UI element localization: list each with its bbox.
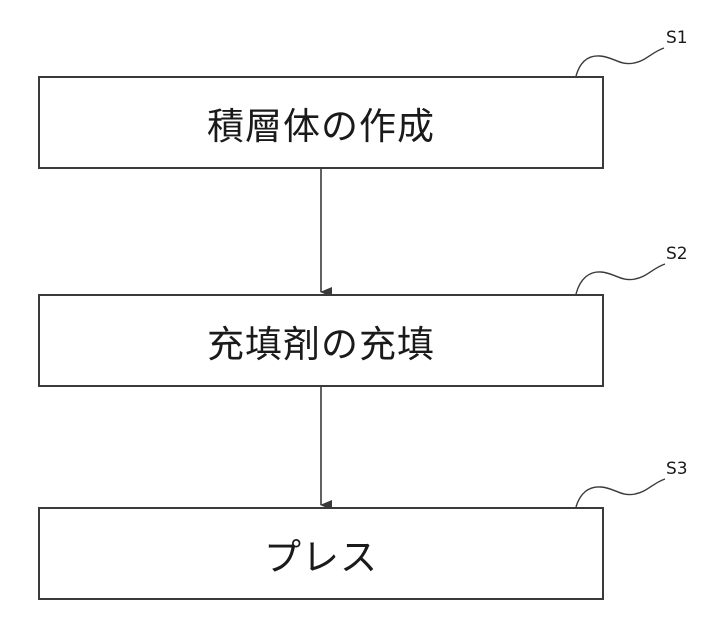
- leader-line-s1: [576, 48, 664, 76]
- step-label-s2: 充填剤の充填: [207, 314, 435, 368]
- step-box-s1: 積層体の作成: [38, 76, 604, 169]
- leader-line-s3: [576, 479, 665, 507]
- step-label-s3: プレス: [264, 527, 378, 581]
- step-box-s2: 充填剤の充填: [38, 294, 604, 387]
- step-id-s2: S2: [666, 244, 688, 264]
- step-box-s3: プレス: [38, 507, 604, 600]
- leader-line-s2: [576, 264, 665, 294]
- step-label-s1: 積層体の作成: [207, 96, 435, 150]
- step-id-s3: S3: [666, 459, 688, 479]
- step-id-s1: S1: [666, 28, 688, 48]
